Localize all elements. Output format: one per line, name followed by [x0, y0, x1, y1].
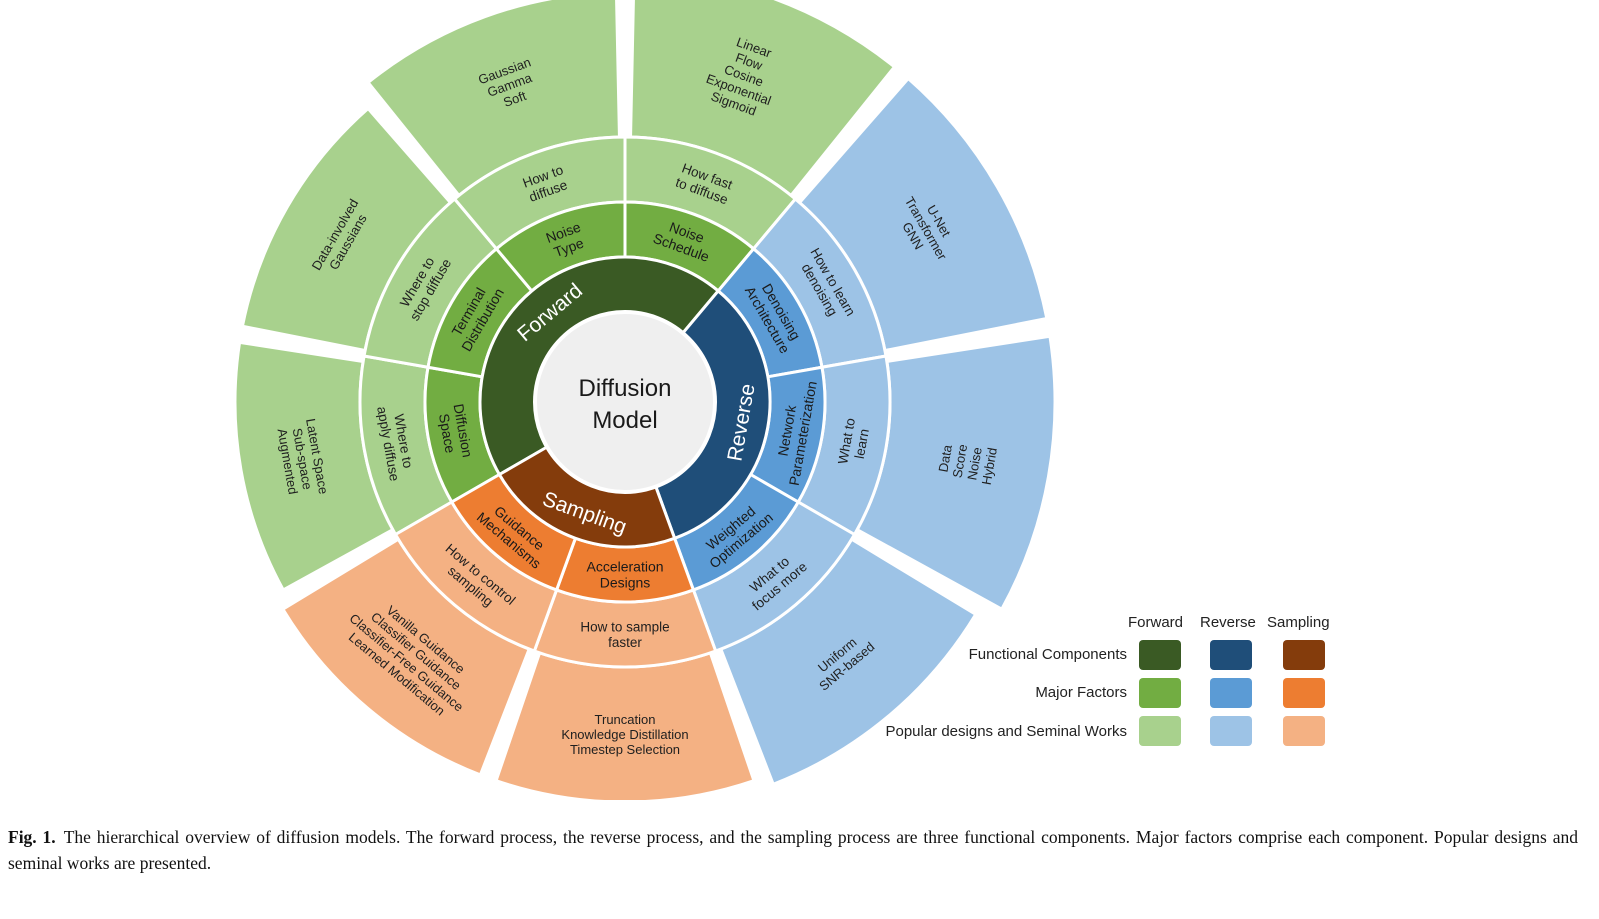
design-label-7-line-1: Knowledge Distillation	[561, 727, 688, 742]
diffusion-model-sunburst: Latent SpaceSub-spaceAugmentedData-invol…	[233, 0, 1057, 800]
swatch-sampling-factor	[1283, 678, 1325, 708]
design-label-5-line-2: Noise	[964, 446, 985, 481]
question-label-7-line-0: How to sample	[580, 619, 669, 634]
question-label-5-line-1: learn	[852, 428, 872, 460]
swatch-forward-component	[1139, 640, 1181, 670]
caption-text: The hierarchical overview of diffusion m…	[8, 827, 1578, 873]
swatch-reverse-factor	[1210, 678, 1252, 708]
design-label-5-line-1: Score	[950, 443, 971, 479]
swatch-sampling-component	[1283, 640, 1325, 670]
factor-label-7-line-1: Designs	[600, 574, 651, 590]
design-label-5-line-0: Data	[935, 443, 955, 473]
swatch-reverse-design	[1210, 716, 1252, 746]
swatch-forward-design	[1139, 716, 1181, 746]
caption-label: Fig. 1.	[8, 827, 56, 847]
factor-label-7-line-0: Acceleration	[586, 558, 663, 574]
design-label-5-line-3: Hybrid	[979, 446, 1000, 486]
swatch-reverse-component	[1210, 640, 1252, 670]
legend-row-factors: Major Factors	[1035, 684, 1127, 701]
legend-row-designs: Popular designs and Seminal Works	[885, 723, 1127, 740]
legend-col-forward: Forward	[1128, 614, 1184, 631]
figure-caption: Fig. 1.The hierarchical overview of diff…	[8, 824, 1578, 876]
center-circle	[533, 310, 717, 494]
center-title-line2: Model	[592, 407, 657, 434]
design-label-7-line-2: Timestep Selection	[570, 742, 680, 757]
design-label-7-line-0: Truncation	[595, 712, 656, 727]
swatch-forward-factor	[1139, 678, 1181, 708]
center-title-line1: Diffusion	[579, 375, 672, 402]
legend-col-reverse: Reverse	[1200, 614, 1256, 631]
swatch-sampling-design	[1283, 716, 1325, 746]
question-label-7-line-1: faster	[608, 635, 642, 650]
legend-row-functional: Functional Components	[968, 646, 1127, 663]
factor-label-0-line-1: Space	[436, 412, 459, 454]
legend-col-sampling: Sampling	[1267, 614, 1330, 631]
